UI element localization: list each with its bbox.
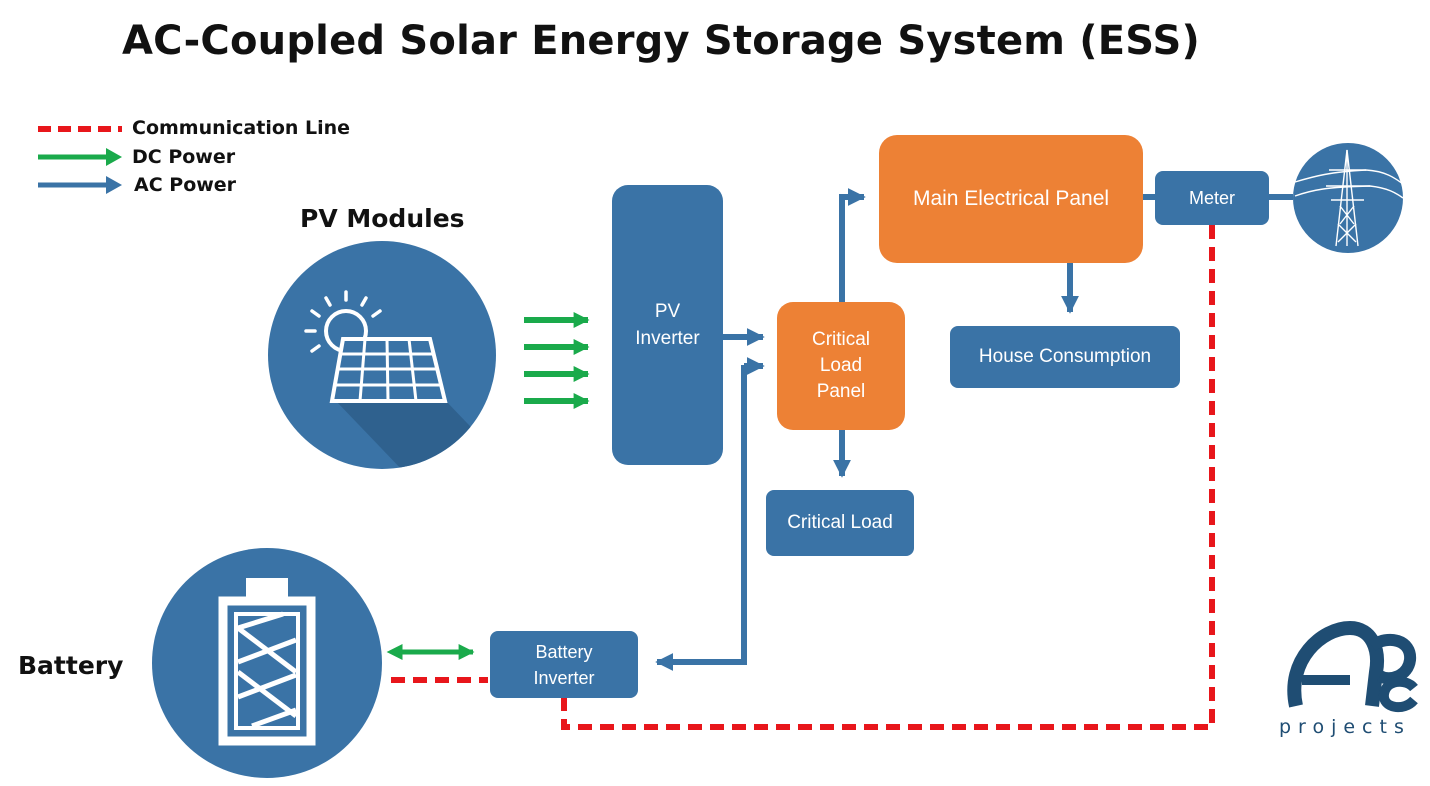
pv-inverter-label: PV Inverter bbox=[635, 301, 700, 349]
pv-inverter-box: PV Inverter bbox=[612, 185, 723, 465]
communication-lines bbox=[391, 224, 1215, 730]
solar-panel-icon bbox=[268, 241, 496, 469]
meter-box: Meter bbox=[1155, 171, 1269, 225]
battery-inverter-box: Battery Inverter bbox=[490, 631, 638, 698]
legend-ac-label: AC Power bbox=[134, 174, 237, 196]
ac-power-lines bbox=[655, 188, 1293, 671]
battery-label: Battery bbox=[18, 651, 124, 680]
diagram-title: AC-Coupled Solar Energy Storage System (… bbox=[122, 18, 1200, 64]
critical-load-panel-label: Critical Load Panel bbox=[811, 329, 871, 402]
house-consumption-label: House Consumption bbox=[978, 346, 1152, 367]
house-consumption-box: House Consumption bbox=[950, 326, 1180, 388]
legend-ac-arrowhead bbox=[106, 176, 122, 194]
transmission-tower-icon bbox=[1293, 143, 1404, 253]
meter-label: Meter bbox=[1188, 187, 1235, 208]
dc-power-arrows bbox=[524, 312, 590, 409]
battery-inverter-label: Battery Inverter bbox=[533, 641, 595, 688]
legend-dc-label: DC Power bbox=[132, 146, 236, 168]
main-electrical-panel-label: Main Electrical Panel bbox=[912, 187, 1110, 210]
logo-text: projects bbox=[1279, 716, 1411, 738]
critical-load-box: Critical Load bbox=[766, 490, 914, 556]
critical-load-label: Critical Load bbox=[787, 512, 893, 533]
main-electrical-panel-box: Main Electrical Panel bbox=[879, 135, 1143, 263]
apc-logo bbox=[1287, 620, 1418, 713]
pv-modules-label: PV Modules bbox=[300, 204, 465, 233]
legend-lines bbox=[38, 126, 122, 194]
battery-icon bbox=[152, 548, 382, 778]
legend-dc-arrowhead bbox=[106, 148, 122, 166]
critical-load-panel-box: Critical Load Panel bbox=[777, 302, 905, 430]
legend-communication-label: Communication Line bbox=[132, 117, 351, 139]
